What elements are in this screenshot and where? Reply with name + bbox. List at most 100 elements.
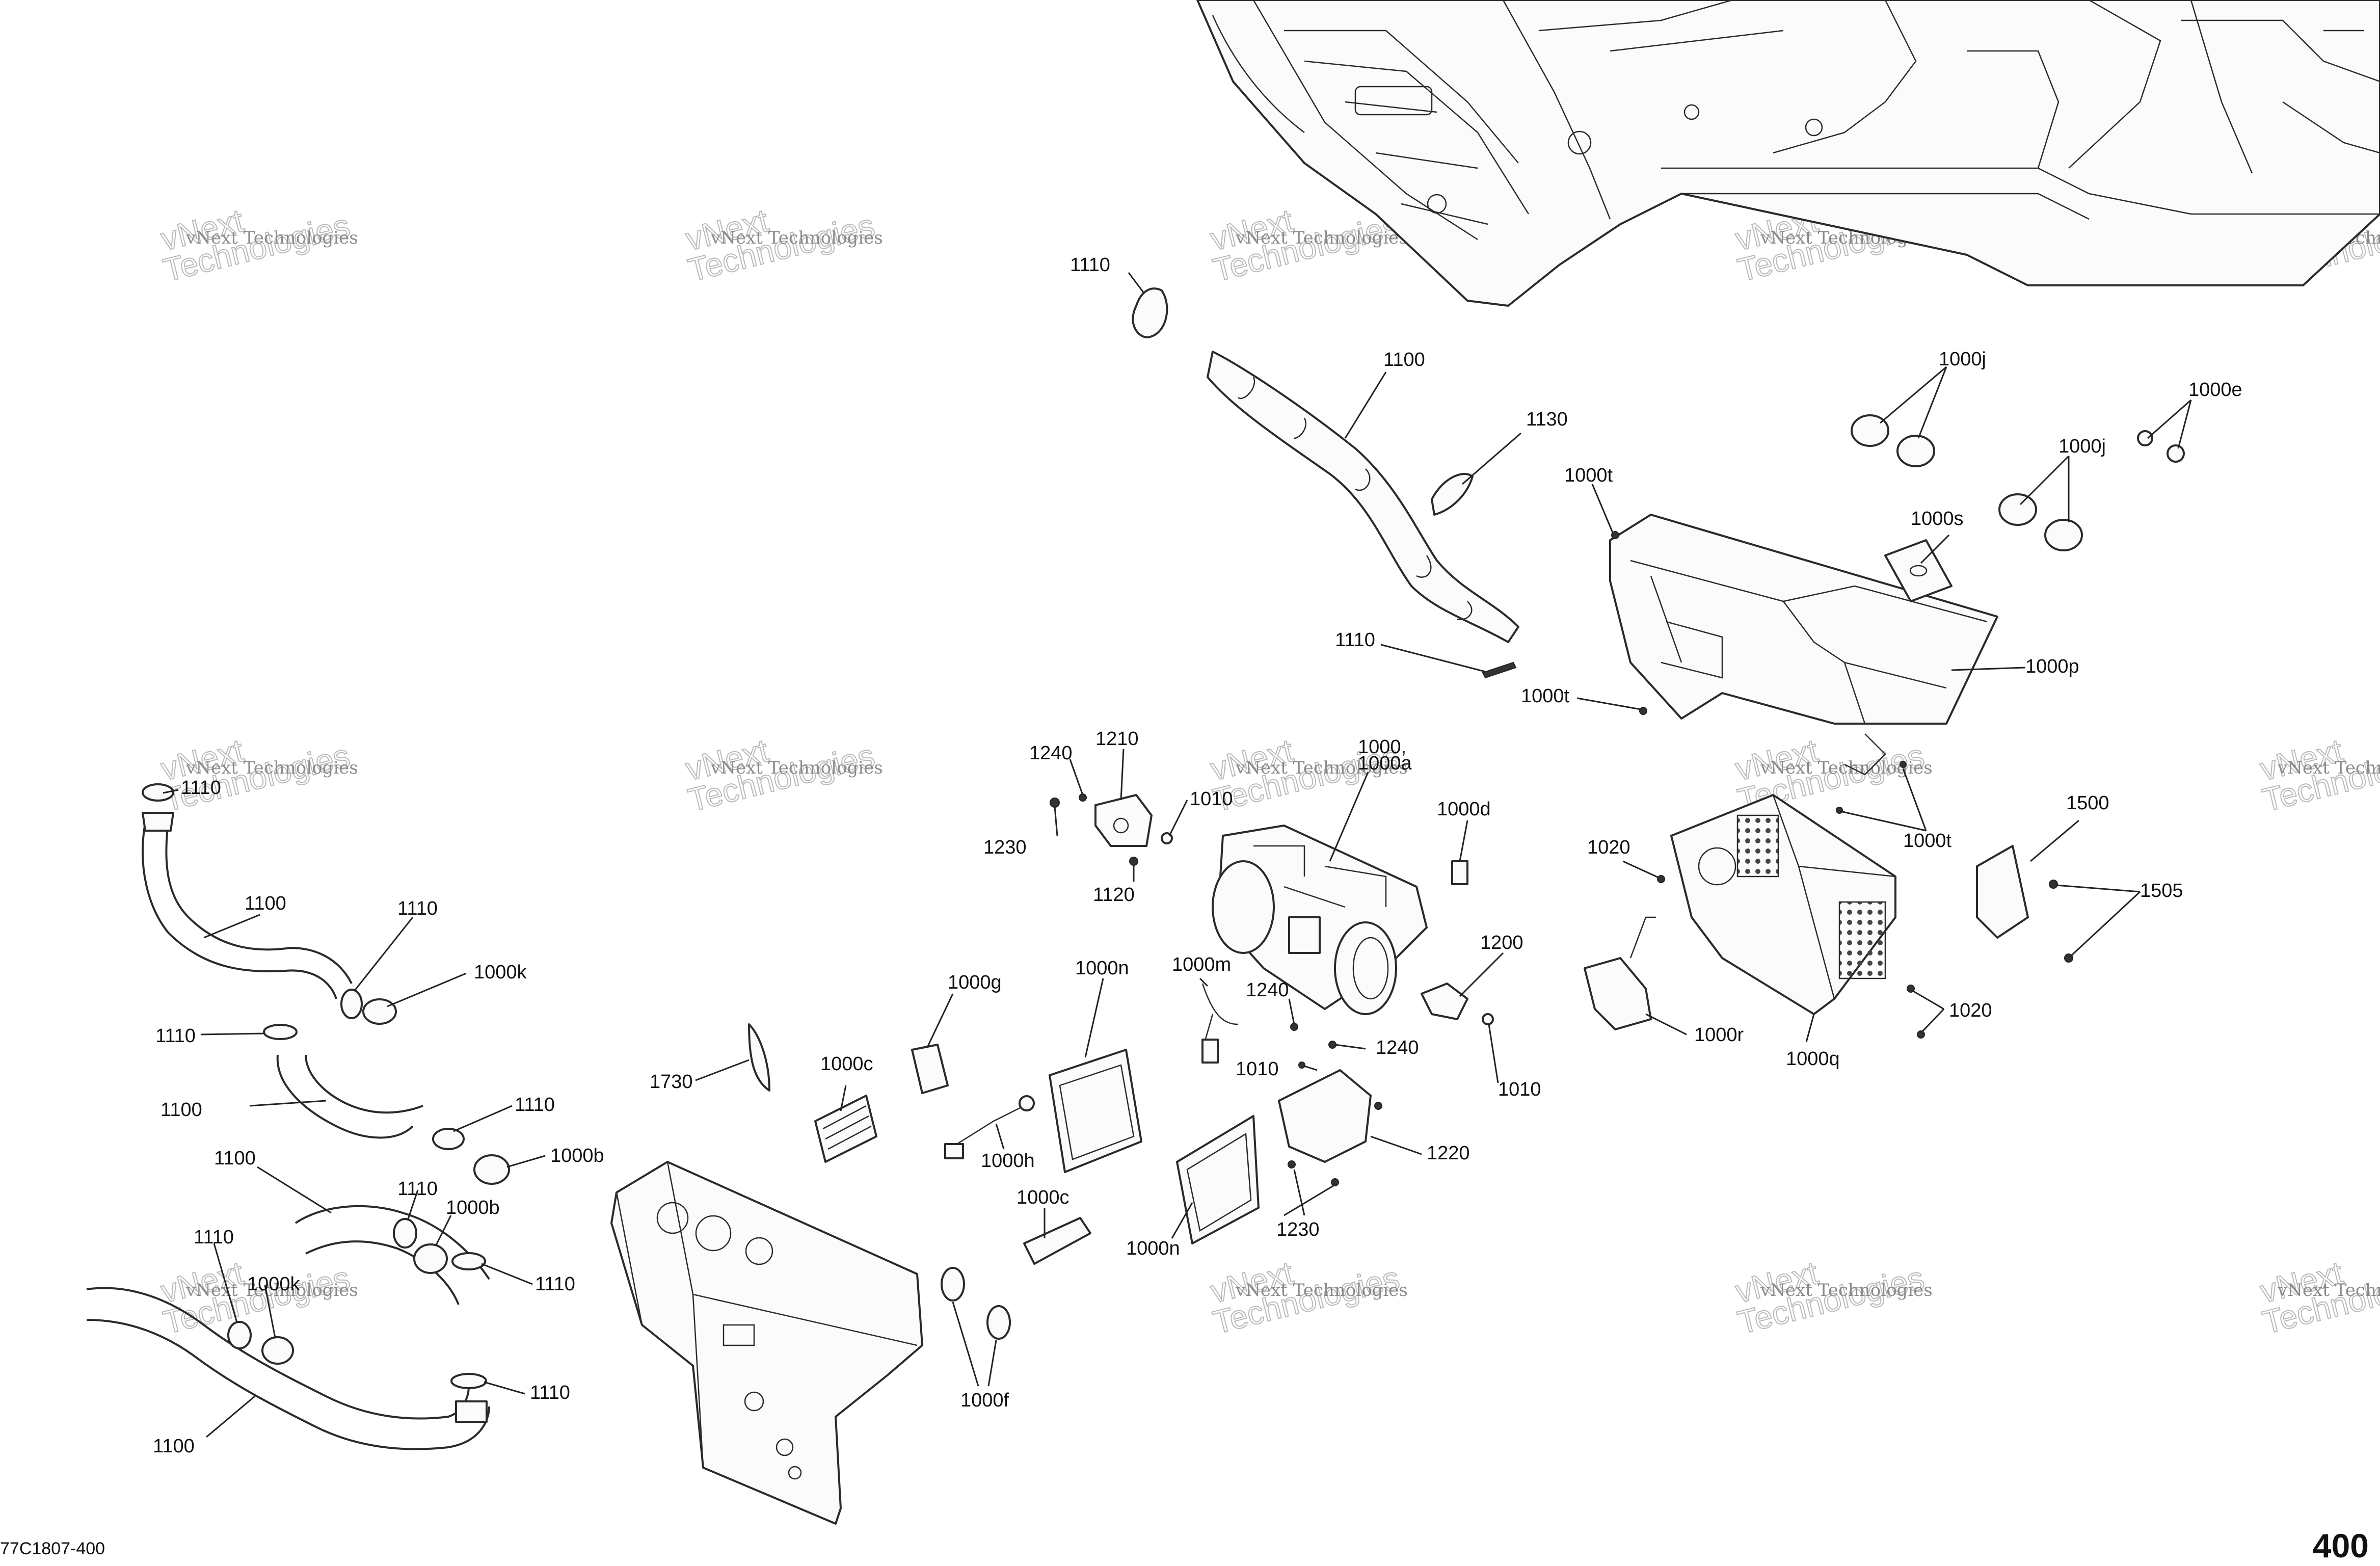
callout-1020: 1020 <box>1587 837 1630 858</box>
duct-1100-l1 <box>142 822 353 999</box>
watermark-text: vNext Technologies <box>2277 758 2380 778</box>
screw-1000t-b <box>1639 707 1647 715</box>
callout-1110: 1110 <box>397 898 438 919</box>
callout-1000c: 1000c <box>1017 1187 1069 1208</box>
clamp-1110-l3 <box>263 1024 298 1040</box>
filter-1000n-b <box>1176 1115 1260 1244</box>
clamp-1110-l1 <box>142 783 174 802</box>
coupler-1000b-a <box>473 1154 510 1185</box>
callout-1100: 1100 <box>153 1436 195 1457</box>
callout-1200: 1200 <box>1480 932 1523 953</box>
callout-1000d: 1000d <box>1437 799 1491 820</box>
duct-1100-top <box>1207 351 1519 643</box>
callout-1110: 1110 <box>397 1178 438 1200</box>
vent-1000c-b <box>1023 1217 1091 1265</box>
watermark-text: vNext Technologies <box>185 228 358 248</box>
bracket-1200 <box>1421 983 1468 1020</box>
grommet-1000f-1 <box>941 1267 965 1302</box>
callout-1240: 1240 <box>1029 742 1073 764</box>
filter-1000n-a <box>1049 1049 1142 1173</box>
clamp-1000j-3 <box>1998 493 2037 526</box>
clamp-1110-l7 <box>227 1321 252 1349</box>
plate-1000s <box>1884 539 1953 602</box>
callout-1110: 1110 <box>530 1382 570 1403</box>
callout-1505: 1505 <box>2140 880 2183 901</box>
clamp-1110-l6 <box>451 1252 486 1270</box>
callout-1000m: 1000m <box>1172 954 1231 975</box>
callout-1240: 1240 <box>1246 979 1289 1001</box>
housing-1000q <box>1584 794 2073 1039</box>
callout-1000t: 1000t <box>1903 830 1952 852</box>
clamp-1110-l2 <box>340 989 363 1019</box>
connector-1000d <box>1451 860 1468 885</box>
watermark-text: vNext Technologies <box>185 1280 358 1300</box>
callout-1000e: 1000e <box>2188 379 2242 401</box>
blower-drum-left <box>1212 860 1275 954</box>
clip-1110-mid <box>1482 661 1517 679</box>
filters-and-misc <box>748 1023 1260 1340</box>
seal-1130 <box>1431 473 1474 516</box>
watermark-text: vNext Technologies <box>2277 1280 2380 1300</box>
callout-1100: 1100 <box>245 893 286 914</box>
callout-1000b: 1000b <box>550 1145 604 1166</box>
callout-1000c: 1000c <box>820 1053 873 1075</box>
fastener-1000e-2 <box>2167 444 2185 463</box>
callout-1000f: 1000f <box>960 1390 1009 1411</box>
dash-panel <box>610 1161 923 1525</box>
callout-1000j: 1000j <box>1939 349 1986 370</box>
callout-1000t: 1000t <box>1564 465 1613 486</box>
duct-1100-l2 <box>276 1054 423 1139</box>
upper-duct-assembly <box>1132 287 1519 679</box>
blower-motor <box>1288 916 1321 954</box>
callout-1000b: 1000b <box>446 1197 500 1218</box>
coupler-1000k-a <box>362 998 397 1025</box>
duct-1100-l4 <box>86 1287 490 1450</box>
watermark-text: vNext Technologies <box>185 758 358 778</box>
screw-1000t-a <box>1611 531 1619 539</box>
vehicle-frame <box>1196 0 2380 307</box>
callout-1000n: 1000n <box>1126 1238 1180 1259</box>
left-ducts <box>86 783 510 1450</box>
clamps-1000j-1000e <box>1611 414 2185 814</box>
callout-1220: 1220 <box>1427 1143 1470 1164</box>
callout-1100: 1100 <box>1383 349 1425 370</box>
callout-1500: 1500 <box>2066 792 2109 814</box>
callout-1000t: 1000t <box>1521 685 1570 707</box>
plate-1500 <box>1976 845 2029 939</box>
connector-1000g <box>911 1044 949 1094</box>
callout-1000: 1000, <box>1358 736 1406 758</box>
callout-1000j: 1000j <box>2058 436 2106 457</box>
callout-1020: 1020 <box>1949 1000 1992 1021</box>
callout-1010: 1010 <box>1498 1079 1541 1100</box>
document-code: 77C1807-400 <box>0 1539 105 1558</box>
housing-1000p <box>1609 514 1998 776</box>
leader-lines <box>163 272 2192 1438</box>
callout-1010: 1010 <box>1236 1058 1279 1080</box>
callout-1110: 1110 <box>155 1025 196 1047</box>
vent-grille <box>1736 814 1886 979</box>
callout-1000k: 1000k <box>474 962 527 983</box>
callout-1230: 1230 <box>1276 1219 1320 1240</box>
clamp-1110-l5 <box>393 1218 417 1249</box>
blower-drum-right <box>1334 921 1397 1015</box>
grommet-1000f-2 <box>986 1305 1011 1340</box>
callout-1000h: 1000h <box>981 1150 1035 1172</box>
callout-1110: 1110 <box>194 1227 234 1248</box>
callout-1110: 1110 <box>535 1273 575 1295</box>
clamp-1110-l8 <box>450 1373 487 1389</box>
callout-1110: 1110 <box>515 1094 555 1116</box>
clamp-1110-l4 <box>432 1128 465 1150</box>
clamp-1000j-4 <box>2044 519 2083 551</box>
callout-1110: 1110 <box>1335 629 1375 651</box>
watermark-text: vNext Technologies <box>710 228 883 248</box>
clamp-1110-top <box>1132 287 1168 338</box>
coupler-1000k-b <box>261 1336 294 1365</box>
plate-1730 <box>748 1023 770 1092</box>
callout-1010: 1010 <box>1190 788 1233 810</box>
callout-1000n: 1000n <box>1075 958 1129 979</box>
watermark-text: vNext Technologies <box>1760 1280 1933 1300</box>
callout-1000g: 1000g <box>948 972 1002 993</box>
page-number: 400 <box>2312 1527 2369 1564</box>
callout-1130: 1130 <box>1526 409 1568 430</box>
